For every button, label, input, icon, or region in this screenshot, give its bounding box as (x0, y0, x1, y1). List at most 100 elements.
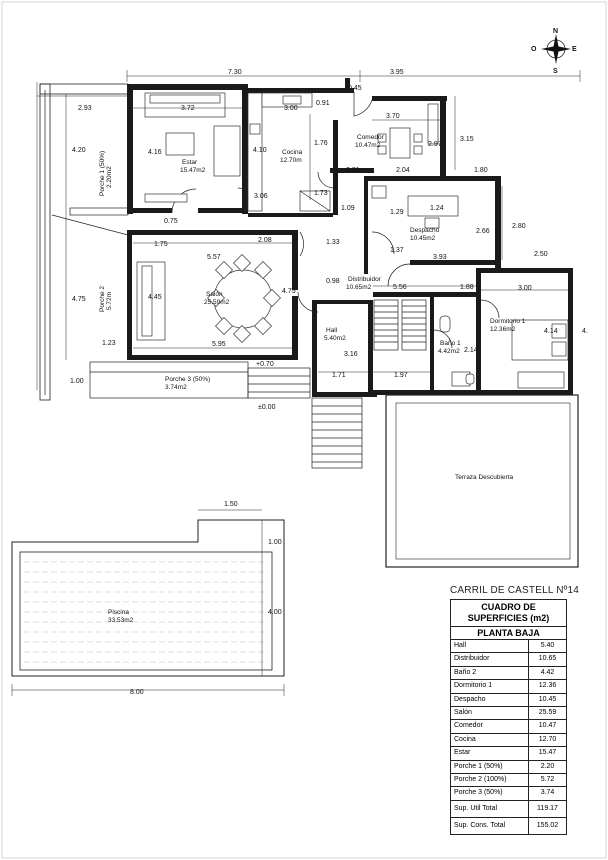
dim-091: 0.91 (316, 100, 330, 107)
dim-188: 1.88 (460, 284, 474, 291)
inner-dimension-lines (65, 94, 568, 373)
row-label: Hall (451, 640, 529, 653)
dim-414: 4.14 (544, 328, 558, 335)
row-label: Comedor (451, 720, 529, 733)
row-label: Baño 2 (451, 666, 529, 680)
dim-098: 0.98 (326, 278, 340, 285)
dim-393: 3.93 (433, 254, 447, 261)
row-value: 2.20 (540, 762, 555, 770)
room-distribuidor-area: 10.65m2 (346, 284, 372, 291)
room-piscina-name: Piscina (108, 609, 129, 616)
room-terraza-name: Terraza Descubierta (455, 474, 514, 481)
table-header-line1: CUADRO DE (481, 602, 536, 612)
row-label: Dormitorio 1 (451, 680, 529, 693)
dim-124: 1.24 (430, 205, 444, 212)
dim-129: 1.29 (390, 209, 404, 216)
dim-total-right: 3.95 (390, 69, 404, 76)
dim-100b: 1.00 (268, 539, 282, 546)
dim-133: 1.33 (326, 239, 340, 246)
room-porche1-area: 2.20m2 (106, 166, 113, 188)
table-row: Dormitorio 1 12.36 (451, 680, 566, 694)
surfaces-table: CARRIL DE CASTELL Nº14 CUADRO DE SUPERFI… (450, 585, 580, 835)
dim-100a: 1.00 (70, 378, 84, 385)
room-hall-area: 5.40m2 (324, 335, 346, 342)
dim-557: 5.57 (207, 254, 221, 261)
row-value: 15.47 (538, 749, 557, 757)
room-cocina-name: Cocina (282, 149, 303, 156)
table-row: Salón 25.59 (451, 706, 566, 721)
dim-556: 5.56 (393, 284, 407, 291)
dim-445: 4.45 (148, 294, 162, 301)
dim-204: 2.04 (396, 167, 410, 174)
dim-197: 1.97 (394, 372, 408, 379)
room-distribuidor-name: Distribuidor (348, 276, 382, 283)
dim-4dot: 4. (582, 328, 588, 335)
dim-137: 1.37 (390, 247, 404, 254)
row-label: Distribuidor (451, 653, 529, 666)
room-despacho-name: Despacho (410, 227, 440, 234)
dim-297: 2.97 (428, 141, 442, 148)
bano-fixtures (439, 315, 475, 387)
room-comedor-name: Comedor (357, 134, 385, 141)
despacho-furniture (371, 185, 459, 229)
dim-400: 4.00 (268, 609, 282, 616)
room-salon-name: Salón (206, 291, 223, 298)
stairs (373, 299, 427, 351)
row-value: 3.74 (540, 789, 555, 797)
dim-045: 0.45 (348, 85, 362, 92)
cocina-furniture (247, 92, 331, 212)
table-row: Porche 3 (50%) 3.74 (451, 787, 566, 801)
compass-n: N (553, 28, 558, 35)
dim-208: 2.08 (258, 237, 272, 244)
row-label: Porche 3 (50%) (451, 787, 529, 800)
row-value: 12.36 (538, 682, 557, 690)
dim-180: 1.80 (474, 167, 488, 174)
table-row: Hall 5.40 (451, 640, 566, 654)
room-estar-name: Estar (182, 159, 198, 166)
dim-214: 2.14 (464, 347, 478, 354)
room-despacho-area: 10.45m2 (410, 235, 436, 242)
table-row: Porche 2 (100%)5.72 (451, 773, 566, 788)
room-comedor-area: 10.47m2 (355, 142, 381, 149)
dim-372: 3.72 (181, 105, 195, 112)
total-util-label: Sup. Util Total (451, 800, 529, 817)
dim-475a: 4.75 (72, 296, 86, 303)
room-porche2-name: Porche 2 (99, 286, 106, 312)
row-label: Despacho (451, 693, 529, 706)
table-header-line2: SUPERFICIES (m2) (467, 613, 550, 623)
compass-o: O (531, 46, 537, 53)
room-bano-name: Baño 1 (440, 340, 461, 347)
total-cons-value: 155.02 (536, 821, 559, 829)
dim-300a: 3.00 (284, 105, 298, 112)
table-total-cons-row: Sup. Cons. Total 155.02 (451, 817, 566, 834)
top-dimensions (36, 70, 581, 390)
row-label: Porche 1 (50%) (451, 760, 529, 773)
room-porche3-name: Porche 3 (50%) (165, 376, 210, 383)
dim-306: 3.06 (254, 193, 268, 200)
table-header: CUADRO DE SUPERFICIES (m2) (451, 600, 566, 627)
row-value: 5.40 (540, 642, 555, 649)
room-dormitorio-area: 12.36m2 (490, 326, 516, 333)
compass-e: E (572, 46, 577, 53)
salon-furniture (136, 254, 281, 343)
row-value: 25.59 (538, 708, 557, 716)
table-title: CARRIL DE CASTELL Nº14 (450, 585, 580, 596)
dim-370: 3.70 (386, 113, 400, 120)
dim-316: 3.16 (344, 351, 358, 358)
dim-420: 4.20 (72, 147, 86, 154)
compass-s: S (553, 68, 558, 75)
row-label: Cocina (451, 733, 529, 747)
dim-475b: 4.75 (282, 288, 296, 295)
row-label: Salón (451, 706, 529, 720)
dim-175: 1.75 (154, 241, 168, 248)
entrance-steps (247, 367, 363, 469)
dim-266: 2.66 (476, 228, 490, 235)
total-cons-label: Sup. Cons. Total (451, 817, 529, 834)
dim-070: +0.70 (256, 361, 274, 368)
dim-109: 1.09 (341, 205, 355, 212)
terraza-outline (385, 394, 579, 568)
